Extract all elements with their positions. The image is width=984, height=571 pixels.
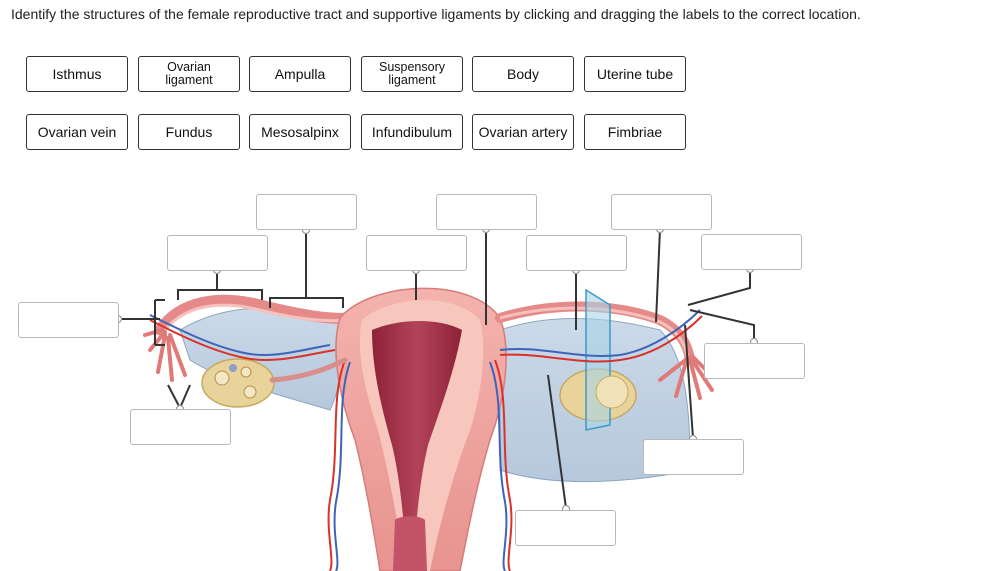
label-infundibulum[interactable]: Infundibulum: [361, 114, 463, 150]
label-ovarian-artery[interactable]: Ovarian artery: [472, 114, 574, 150]
cervix: [393, 516, 427, 571]
drop-zone-10[interactable]: [130, 409, 231, 445]
uterine-tube-left-lumen: [163, 303, 351, 331]
label-fundus[interactable]: Fundus: [138, 114, 240, 150]
uterine-tube-left: [154, 294, 356, 336]
label-ampulla[interactable]: Ampulla: [249, 56, 351, 92]
ovary-left: [201, 358, 275, 408]
label-fimbriae[interactable]: Fimbriae: [584, 114, 686, 150]
label-uterine-tube[interactable]: Uterine tube: [584, 56, 686, 92]
uterine-cavity: [372, 321, 462, 540]
drop-zone-3[interactable]: [611, 194, 712, 230]
drop-zone-6[interactable]: [526, 235, 627, 271]
instructions-text: Identify the structures of the female re…: [11, 6, 861, 22]
drop-zone-1[interactable]: [256, 194, 357, 230]
label-mesosalpinx[interactable]: Mesosalpinx: [249, 114, 351, 150]
label-ovarian-ligament[interactable]: Ovarian ligament: [138, 56, 240, 92]
drop-zone-9[interactable]: [704, 343, 805, 379]
drop-zone-2[interactable]: [436, 194, 537, 230]
section-plane: [585, 288, 611, 431]
drop-zone-8[interactable]: [18, 302, 119, 338]
drop-zone-4[interactable]: [167, 235, 268, 271]
label-isthmus[interactable]: Isthmus: [26, 56, 128, 92]
drop-zone-12[interactable]: [515, 510, 616, 546]
drop-zone-11[interactable]: [643, 439, 744, 475]
ovarian-ligament: [269, 357, 348, 383]
fimbriae-left: [143, 328, 187, 382]
drop-zone-7[interactable]: [701, 234, 802, 270]
label-suspensory-ligament[interactable]: Suspensory ligament: [361, 56, 463, 92]
leader-lines: [120, 228, 755, 509]
label-body[interactable]: Body: [472, 56, 574, 92]
ovarian-vessels: [149, 309, 703, 571]
label-ovarian-vein[interactable]: Ovarian vein: [26, 114, 128, 150]
fimbriae-right: [658, 354, 714, 400]
drop-zone-5[interactable]: [366, 235, 467, 271]
